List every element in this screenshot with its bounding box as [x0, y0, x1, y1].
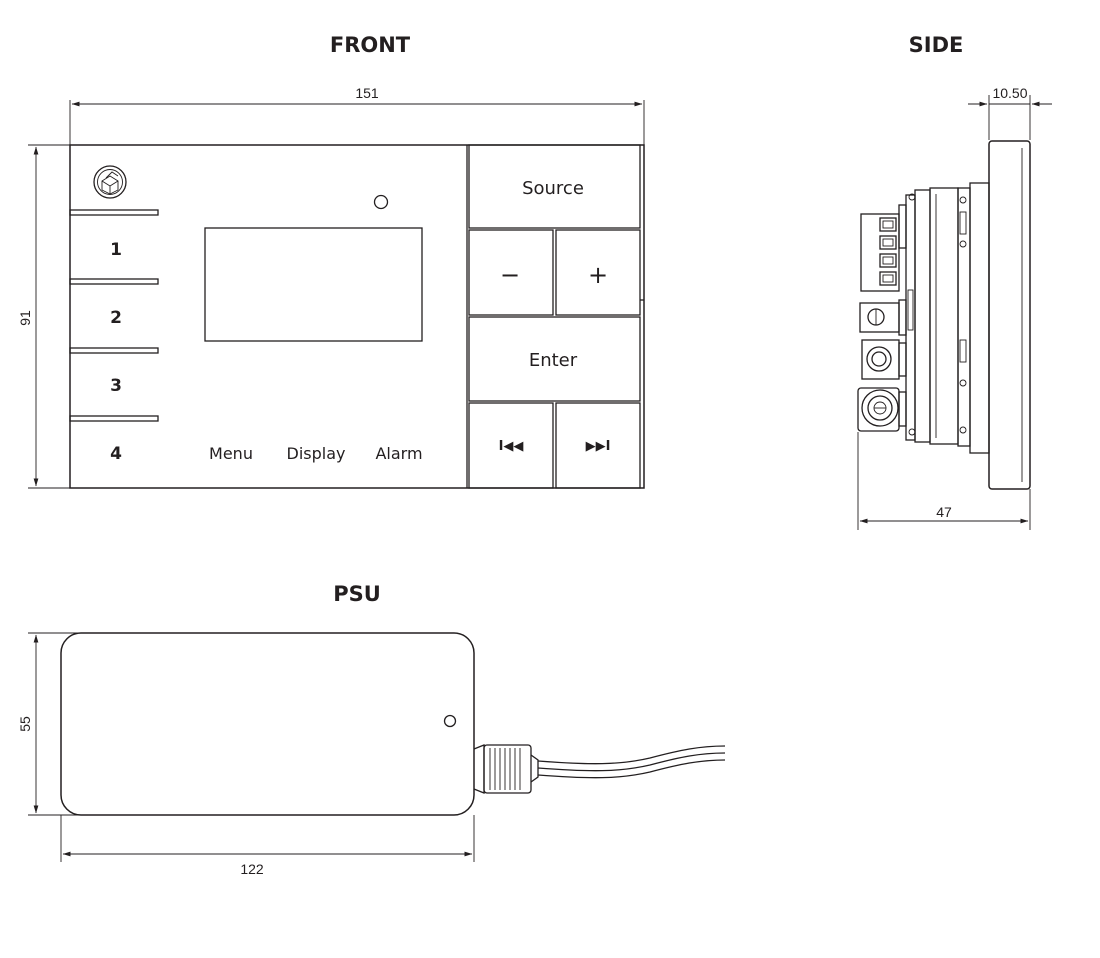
front-width-label: 151 — [355, 85, 379, 101]
plus-key-label: + — [588, 261, 608, 289]
side-view: 10.50 — [857, 85, 1052, 530]
psu-led-icon — [443, 714, 457, 728]
psu-cable — [473, 744, 726, 794]
source-key — [468, 144, 641, 229]
side-thickness-dimension: 10.50 — [968, 85, 1052, 140]
side-depth-label: 47 — [936, 504, 952, 520]
preset-button-3: 3 — [110, 376, 122, 396]
minus-key-label: − — [500, 261, 520, 289]
side-depth-dimension: 47 — [857, 432, 1031, 530]
front-view: 151 91 1 2 3 4 — [17, 85, 645, 489]
psu-height-label: 55 — [17, 716, 33, 732]
previous-key-label: I◀◀ — [499, 439, 524, 454]
psu-width-label: 122 — [240, 861, 264, 877]
preset-button-4: 4 — [110, 444, 122, 464]
menu-label: Menu — [209, 444, 253, 463]
terminal-block-icon — [860, 213, 900, 292]
brand-logo-icon — [93, 165, 127, 199]
side-body-layer — [969, 182, 990, 454]
previous-key — [468, 402, 554, 489]
keypad: Source − + Enter I◀◀ ▶▶I — [468, 144, 644, 489]
status-led-icon — [373, 194, 389, 210]
side-connectors — [857, 299, 907, 432]
preset-slots — [69, 209, 159, 422]
psu-view: 55 122 — [17, 632, 726, 877]
psu-height-dimension: 55 — [17, 632, 80, 816]
side-thickness-label: 10.50 — [992, 85, 1027, 101]
psu-width-dimension: 122 — [60, 815, 475, 877]
enter-key-label: Enter — [529, 350, 578, 371]
enter-key — [468, 316, 641, 402]
side-view-title: SIDE — [909, 33, 964, 57]
front-view-title: FRONT — [330, 33, 411, 57]
preset-button-2: 2 — [110, 308, 122, 328]
front-width-dimension: 151 — [69, 85, 645, 145]
front-panel-outline — [69, 144, 645, 489]
alarm-label: Alarm — [375, 444, 422, 463]
display-label: Display — [287, 444, 346, 463]
front-height-label: 91 — [17, 310, 33, 326]
next-key — [555, 402, 641, 489]
psu-body — [60, 632, 475, 816]
psu-view-title: PSU — [333, 582, 381, 606]
front-height-dimension: 91 — [17, 144, 70, 489]
preset-button-1: 1 — [110, 240, 122, 260]
side-front-plate — [988, 140, 1031, 490]
source-key-label: Source — [522, 178, 584, 199]
display-screen — [204, 227, 423, 342]
minus-key — [468, 229, 554, 316]
plus-key — [555, 229, 641, 316]
next-key-label: ▶▶I — [586, 439, 611, 454]
